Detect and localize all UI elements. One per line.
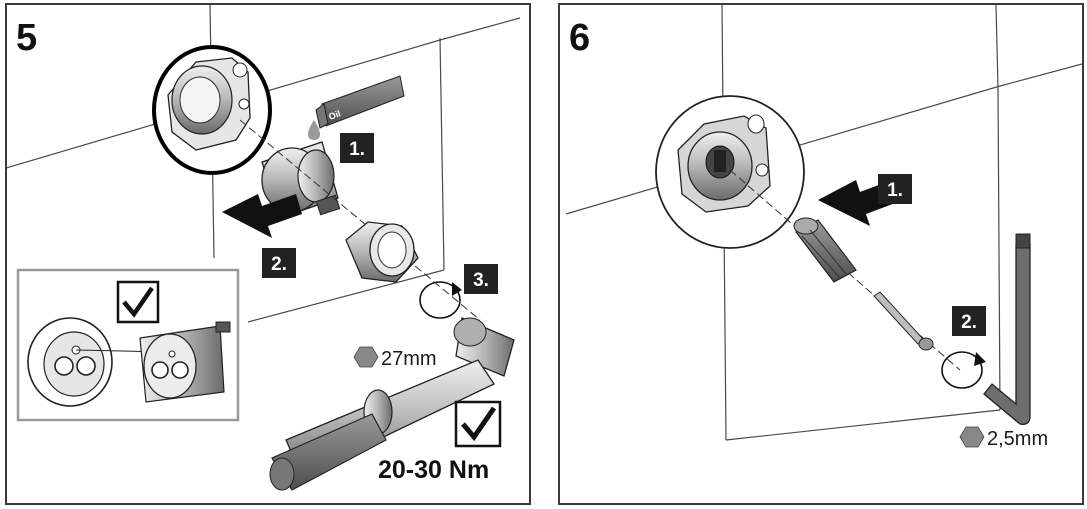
sub-step-tag-2: 2. [952, 306, 986, 336]
grease-tube-label: Oil [327, 108, 342, 122]
sub-step-label: 2. [271, 254, 287, 275]
rotate-clockwise-icon [941, 351, 986, 389]
panel-step-6: 6 1. 2. 2,5mm [558, 3, 1084, 505]
wrench-size-label: 27mm [381, 348, 437, 370]
sub-step-label: 1. [349, 139, 365, 160]
panel-step-5: Oil [5, 3, 531, 505]
sub-step-label: 1. [887, 180, 903, 201]
cartridge [261, 141, 341, 219]
sub-step-tag-3: 3. [464, 264, 498, 294]
alignment-axis-6 [729, 169, 961, 371]
grease-tube: Oil [315, 75, 405, 129]
hex-key [983, 233, 1031, 425]
alignment-axis-5 [239, 119, 481, 321]
hex-key-size-spec: 2,5mm [959, 426, 1048, 450]
escutcheon-ring [152, 45, 272, 175]
handle-screw [873, 291, 934, 351]
sub-step-tag-2: 2. [262, 248, 296, 278]
orientation-check-inset [16, 268, 240, 422]
insert-arrow-icon [222, 194, 302, 238]
hex-key-size-label: 2,5mm [987, 428, 1048, 450]
sub-step-label: 3. [473, 270, 489, 291]
spline-adapter [793, 217, 857, 283]
escutcheon-plate [655, 95, 805, 249]
sub-step-tag-1: 1. [340, 133, 374, 163]
sub-step-label: 2. [961, 312, 977, 333]
hex-icon [353, 346, 379, 368]
socket-wrench [269, 317, 515, 491]
oil-drop-icon [308, 120, 320, 140]
sub-step-tag-1: 1. [878, 174, 912, 204]
inset-checkmark-icon [116, 280, 160, 324]
hex-nut [345, 221, 419, 283]
hex-icon [959, 426, 985, 448]
rotate-clockwise-icon [419, 281, 462, 319]
torque-value: 20-30 Nm [378, 456, 489, 484]
step-number: 6 [569, 17, 590, 59]
step-number: 5 [16, 17, 37, 59]
torque-checkmark-icon [454, 400, 502, 448]
wrench-size-spec: 27mm [353, 346, 437, 370]
